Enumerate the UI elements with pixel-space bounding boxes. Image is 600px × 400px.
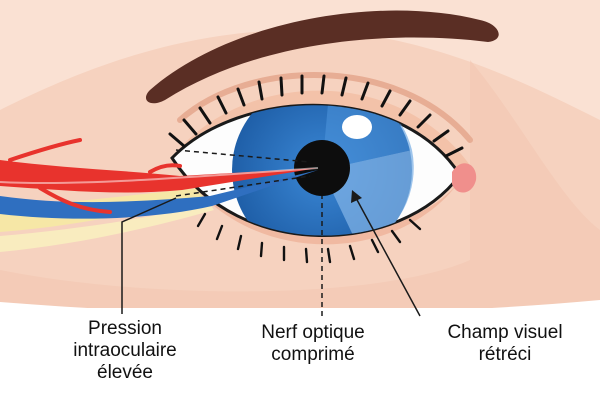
label-band	[0, 308, 600, 400]
eye-reflection	[342, 115, 372, 139]
callout-intraocular-pressure: Pression intraoculaire élevée	[55, 318, 195, 384]
callout-visual-field: Champ visuel rétréci	[420, 322, 590, 366]
callout-nerve-line1: Nerf optique	[261, 322, 365, 343]
upper-eyelashes	[168, 74, 464, 158]
callout-pressure-line1: Pression	[88, 318, 162, 339]
lower-eyelashes	[196, 212, 422, 264]
vessel-branches	[8, 138, 182, 214]
label-band-edge	[0, 300, 600, 314]
callout-field-line1: Champ visuel	[447, 322, 563, 343]
cheek-shadow	[0, 60, 600, 310]
callout-nerve-line2: comprimé	[271, 344, 355, 365]
callout-pressure-line2: intraoculaire	[73, 340, 177, 361]
field-arrowhead	[351, 190, 362, 203]
upper-eyelid	[178, 90, 472, 175]
pupil	[294, 140, 350, 196]
callout-field-line2: rétréci	[478, 344, 532, 365]
pressure-leader-line	[121, 197, 177, 314]
field-leader-line	[355, 197, 421, 317]
light-rays	[175, 149, 311, 197]
blood-vessel-icon	[0, 160, 318, 193]
callout-pressure-line3: élevée	[97, 362, 153, 383]
vessel-shine	[0, 167, 319, 185]
optic-nerve-sheath	[0, 204, 214, 252]
eyebrow	[145, 10, 499, 104]
callout-optic-nerve: Nerf optique comprimé	[233, 322, 393, 366]
tear-duct	[452, 163, 477, 193]
